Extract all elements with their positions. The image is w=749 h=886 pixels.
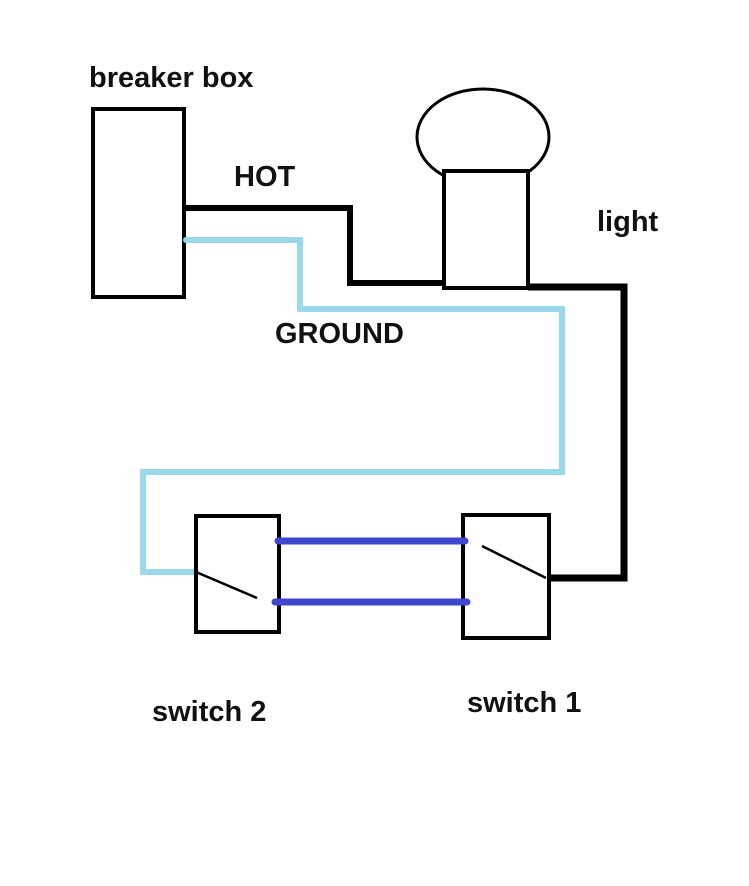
- light-socket: [442, 169, 530, 290]
- switch-2: [194, 514, 281, 634]
- hot-label: HOT: [234, 161, 296, 193]
- switch-2-lever: [195, 570, 258, 600]
- breaker-box: [91, 107, 186, 299]
- breaker-box-label: breaker box: [89, 62, 254, 94]
- ground-wire: [140, 237, 565, 575]
- hot-wire: [184, 205, 444, 286]
- switch-1-label: switch 1: [467, 687, 582, 719]
- switch-1: [461, 513, 551, 640]
- ground-label: GROUND: [275, 318, 404, 350]
- switch-1-lever: [481, 544, 547, 580]
- switched-wire: [528, 283, 628, 582]
- light-label: light: [597, 206, 659, 238]
- switch-2-label: switch 2: [152, 696, 267, 728]
